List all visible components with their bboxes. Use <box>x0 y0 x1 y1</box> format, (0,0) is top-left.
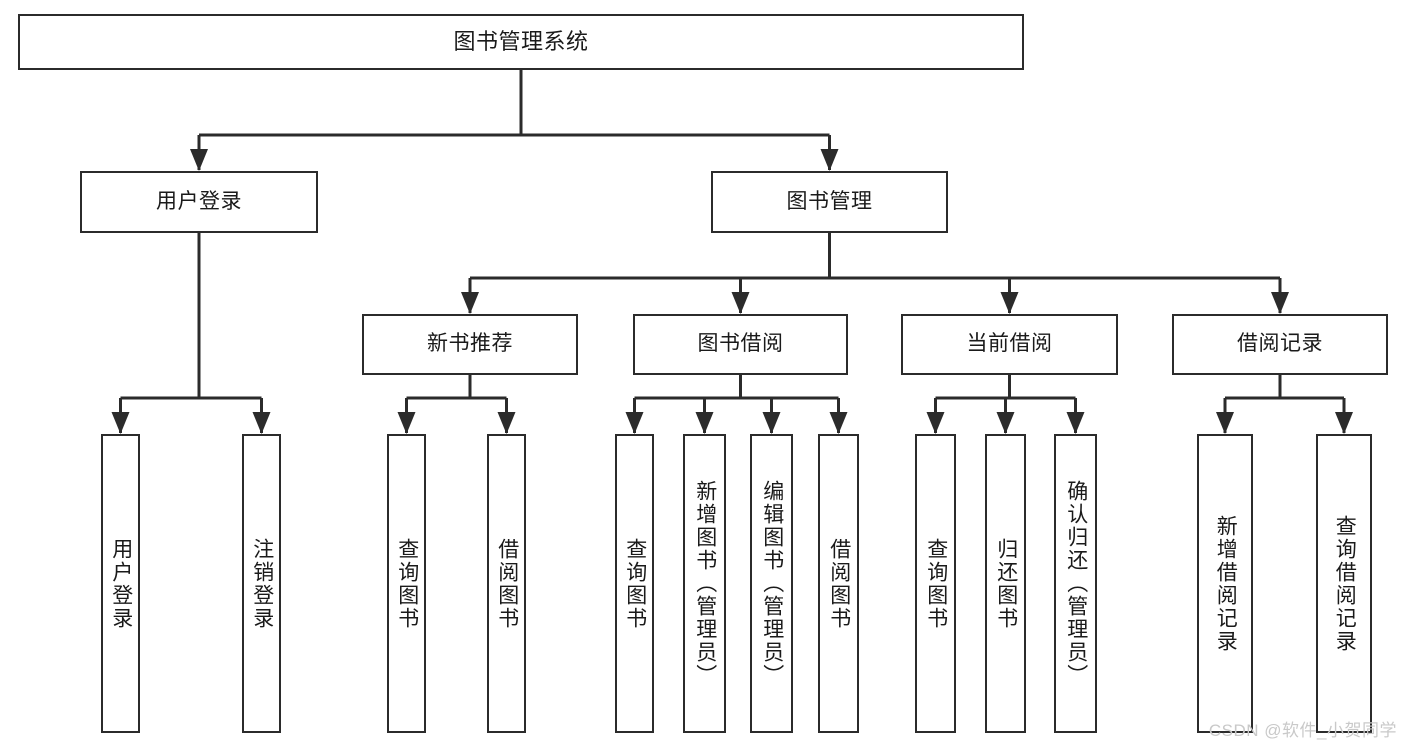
node-records[interactable]: 借阅记录 <box>1172 314 1388 375</box>
node-label: 图书管理系统 <box>453 29 589 55</box>
node-l12[interactable]: 新增借阅记录 <box>1197 434 1253 733</box>
node-l6[interactable]: 新增图书（管理员） <box>683 434 726 733</box>
node-l13[interactable]: 查询借阅记录 <box>1316 434 1372 733</box>
node-l11[interactable]: 确认归还（管理员） <box>1054 434 1097 733</box>
node-label: 查询图书 <box>924 537 948 630</box>
node-bookmgmt[interactable]: 图书管理 <box>711 171 948 233</box>
watermark-label: CSDN @软件_小贺同学 <box>1208 721 1397 740</box>
node-l2[interactable]: 注销登录 <box>242 434 281 733</box>
node-label: 用户登录 <box>109 537 133 630</box>
node-label: 当前借阅 <box>966 332 1053 356</box>
node-l10[interactable]: 归还图书 <box>985 434 1026 733</box>
node-label: 查询图书 <box>623 537 647 630</box>
node-newbook[interactable]: 新书推荐 <box>362 314 578 375</box>
node-label: 图书管理 <box>786 189 873 213</box>
node-label: 查询图书 <box>395 537 419 630</box>
node-label: 图书借阅 <box>697 332 784 356</box>
node-label: 确认归还（管理员） <box>1064 480 1088 687</box>
node-l3[interactable]: 查询图书 <box>387 434 426 733</box>
node-label: 用户登录 <box>156 189 242 213</box>
node-label: 新增图书（管理员） <box>693 480 717 687</box>
node-l7[interactable]: 编辑图书（管理员） <box>750 434 793 733</box>
node-label: 借阅记录 <box>1237 332 1323 356</box>
node-l5[interactable]: 查询图书 <box>615 434 654 733</box>
node-label: 新书推荐 <box>427 332 513 356</box>
node-label: 借阅图书 <box>827 537 851 630</box>
node-label: 编辑图书（管理员） <box>760 480 784 687</box>
node-label: 新增借阅记录 <box>1214 514 1238 653</box>
node-label: 注销登录 <box>250 537 274 630</box>
node-label: 查询借阅记录 <box>1333 514 1357 653</box>
node-l1[interactable]: 用户登录 <box>101 434 140 733</box>
node-label: 归还图书 <box>994 537 1018 630</box>
node-login[interactable]: 用户登录 <box>80 171 318 233</box>
node-l4[interactable]: 借阅图书 <box>487 434 526 733</box>
node-current[interactable]: 当前借阅 <box>901 314 1118 375</box>
node-borrow[interactable]: 图书借阅 <box>633 314 848 375</box>
node-l9[interactable]: 查询图书 <box>915 434 956 733</box>
node-root[interactable]: 图书管理系统 <box>18 14 1024 70</box>
node-label: 借阅图书 <box>495 537 519 630</box>
node-l8[interactable]: 借阅图书 <box>818 434 859 733</box>
